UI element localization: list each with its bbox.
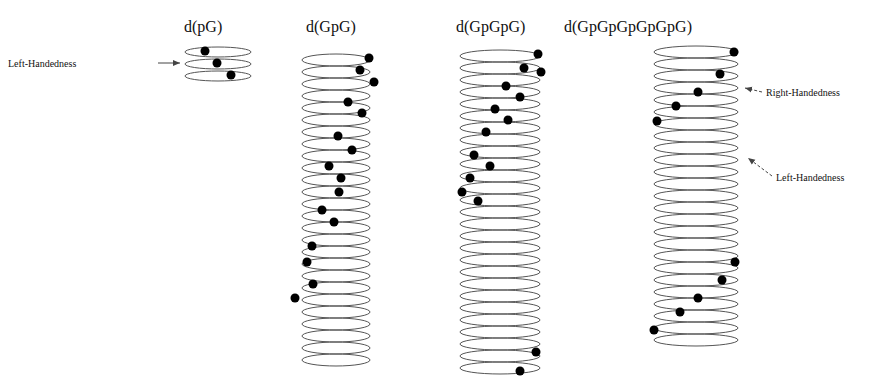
handedness-label: Left-Handedness <box>8 58 76 69</box>
leader-arrow <box>158 63 180 64</box>
base-dots <box>291 54 379 303</box>
ring-stack <box>302 54 370 366</box>
stack-title: d(GpGpGpGpGpG) <box>564 18 692 36</box>
base-dots <box>201 47 236 80</box>
stack-title: d(GpGpG) <box>456 18 525 36</box>
base-dots <box>458 50 546 376</box>
ring-stack <box>185 47 251 81</box>
ring-stack <box>654 46 738 346</box>
stack-title: d(GpG) <box>306 18 356 36</box>
ring-stack <box>460 50 540 374</box>
leader-arrow <box>748 158 772 176</box>
base-dots <box>650 48 740 335</box>
stack-title: d(pG) <box>184 18 222 36</box>
handedness-label: Left-Handedness <box>776 172 844 183</box>
leader-arrow <box>745 88 762 92</box>
handedness-label: Right-Handedness <box>766 87 840 98</box>
